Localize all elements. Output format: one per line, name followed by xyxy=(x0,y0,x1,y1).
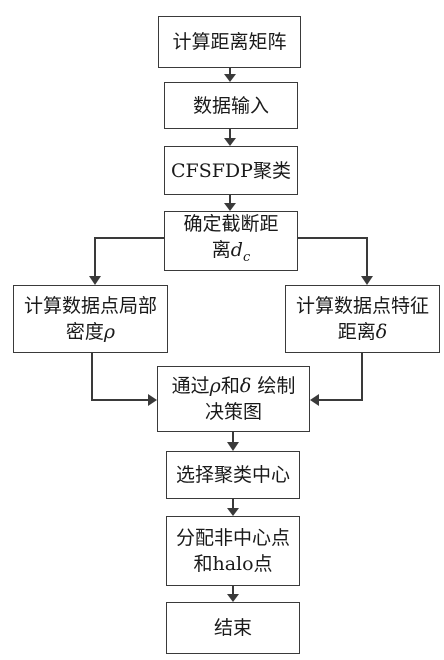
arrowhead xyxy=(227,442,239,451)
node-label-line-2: 密度ρ xyxy=(66,319,115,345)
math-symbol-d: d xyxy=(230,239,243,262)
node-label-line-1: 计算数据点特征 xyxy=(295,295,429,317)
edge-distance-to-decision xyxy=(319,353,363,401)
edge-cutoff-to-distance xyxy=(298,237,368,276)
node-label: 计算距离矩阵 xyxy=(172,31,287,53)
node-label: 结束 xyxy=(213,617,252,639)
math-symbol-delta: δ xyxy=(375,321,388,343)
node-label-line-2: 决策图 xyxy=(204,401,262,423)
edge-cutoff-to-density xyxy=(94,237,164,276)
arrowhead xyxy=(224,74,236,82)
math-symbol-rho: ρ xyxy=(209,375,221,397)
node-compute-feature-distance: 计算数据点特征 距离δ xyxy=(285,285,440,353)
node-assign-noncenter-and-halo-points: 分配非中心点 和halo点 xyxy=(166,516,300,586)
node-label-line-2: 离dc xyxy=(212,237,250,271)
node-end: 结束 xyxy=(166,602,300,654)
node-label: CFSFDP聚类 xyxy=(171,159,291,182)
arrowhead xyxy=(224,138,236,146)
node-label-line-2: 距离δ xyxy=(338,319,387,345)
node-compute-distance-matrix: 计算距离矩阵 xyxy=(158,16,301,68)
arrowhead xyxy=(227,508,239,516)
arrowhead xyxy=(310,394,319,406)
label-text: 距离 xyxy=(337,321,376,343)
node-determine-cutoff-distance: 确定截断距 离dc xyxy=(164,211,298,271)
arrowhead xyxy=(361,276,373,285)
arrowhead xyxy=(227,594,239,602)
node-draw-decision-graph: 通过ρ和δ 绘制 决策图 xyxy=(157,366,310,432)
arrowhead xyxy=(148,394,157,406)
arrowhead xyxy=(89,276,101,285)
arrowhead xyxy=(224,203,236,211)
node-label-line-2: 和halo点 xyxy=(193,553,273,575)
node-label-line-1: 计算数据点局部 xyxy=(23,295,157,317)
node-label-line-1: 分配非中心点 xyxy=(175,527,290,549)
node-label: 选择聚类中心 xyxy=(175,464,290,486)
node-select-cluster-centers: 选择聚类中心 xyxy=(166,451,300,499)
node-label-line-1: 确定截断距 xyxy=(183,213,279,236)
math-subscript-c: c xyxy=(242,249,251,265)
math-symbol-rho: ρ xyxy=(103,321,116,343)
node-data-input: 数据输入 xyxy=(164,82,298,129)
edge-density-to-decision xyxy=(91,353,148,401)
node-label: 数据输入 xyxy=(192,94,269,117)
label-text: 和 xyxy=(220,375,240,397)
label-text: 离 xyxy=(211,239,231,262)
node-cfsfdp-clustering: CFSFDP聚类 xyxy=(164,146,298,195)
label-text: 绘制 xyxy=(251,375,296,397)
node-label-line-1: 通过ρ和δ 绘制 xyxy=(172,373,296,399)
label-text: 密度 xyxy=(65,321,104,343)
math-symbol-delta: δ xyxy=(239,375,252,397)
label-text: 通过 xyxy=(171,375,210,397)
node-compute-local-density: 计算数据点局部 密度ρ xyxy=(13,285,168,353)
